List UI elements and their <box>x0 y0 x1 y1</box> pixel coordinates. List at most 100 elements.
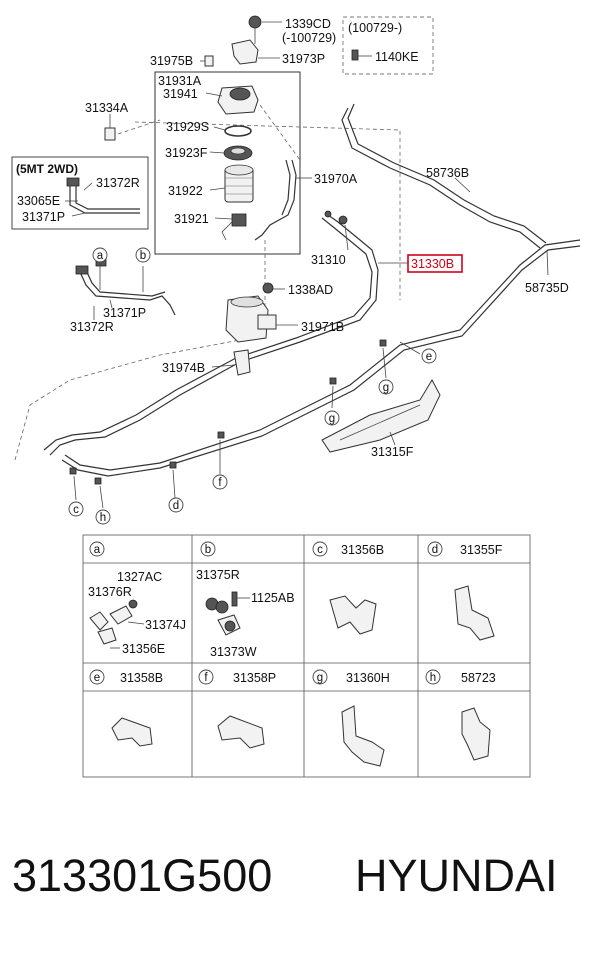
label-31330b[interactable]: 31330B <box>411 257 454 271</box>
part-number: 313301G500 <box>12 850 273 901</box>
callout-e[interactable]: e <box>421 348 437 364</box>
label-31923f: 31923F <box>165 146 208 160</box>
clip-58723-icon <box>461 707 491 761</box>
svg-text:c: c <box>73 504 79 516</box>
svg-text:e: e <box>426 351 432 363</box>
clip-31975b <box>204 55 214 67</box>
brand-name: HYUNDAI <box>355 850 558 901</box>
svg-text:b: b <box>205 544 211 556</box>
label-1327ac: 1327AC <box>117 570 162 584</box>
o-ring-31929s <box>224 125 252 137</box>
svg-text:h: h <box>430 672 436 684</box>
table-cell-g: g 31360H <box>312 669 390 685</box>
callout-b[interactable]: b <box>135 247 151 263</box>
callout-d[interactable]: d <box>168 497 184 513</box>
protector-31315f <box>321 378 441 453</box>
label-31373w: 31373W <box>210 645 257 659</box>
label-31372r: 31372R <box>70 320 114 334</box>
label-1125ab: 1125AB <box>251 591 295 605</box>
svg-text:d: d <box>432 544 438 556</box>
label-100729: (100729-) <box>348 21 402 35</box>
svg-text:h: h <box>100 512 106 524</box>
label-31970a: 31970A <box>314 172 358 186</box>
fuel-line-31330b[interactable] <box>49 214 379 456</box>
svg-text:g: g <box>329 413 335 425</box>
return-line <box>64 239 581 471</box>
label-31371p: 31371P <box>103 306 146 320</box>
table-cell-f: f 31358P <box>198 669 276 685</box>
label-31975b: 31975B <box>150 54 193 68</box>
svg-text:b: b <box>140 250 146 262</box>
table-cell-e: e 31358B <box>89 669 163 685</box>
filter-assembly-frame <box>154 71 301 255</box>
label-31941: 31941 <box>163 87 198 101</box>
label-58736b: 58736B <box>426 166 469 180</box>
label-33065e: 33065E <box>17 194 60 208</box>
svg-text:31360H: 31360H <box>346 671 390 685</box>
svg-text:a: a <box>97 250 104 262</box>
fuel-line-parts-diagram: a b c d e f g g h 1339CD (-100729) 31973… <box>11 15 581 778</box>
label-31931a: 31931A <box>158 74 202 88</box>
label-31971b: 31971B <box>301 320 344 334</box>
label-1338ad: 1338AD <box>288 283 333 297</box>
pipe-58736b <box>341 107 541 249</box>
table-cell-a: a <box>89 541 105 557</box>
table-cell-c: c 31356B <box>312 541 384 557</box>
svg-text:g: g <box>317 672 323 684</box>
callout-f[interactable]: f <box>212 474 228 490</box>
clip-31360h-icon <box>341 705 385 767</box>
pipe-31371p <box>79 271 176 316</box>
label-31921: 31921 <box>174 212 209 226</box>
label-31374j: 31374J <box>145 618 186 632</box>
svg-text:f: f <box>204 672 208 684</box>
variant-box-100729 <box>342 16 434 75</box>
label-31371p-top: 31371P <box>22 210 65 224</box>
sensor-31921 <box>231 213 247 227</box>
label-31376r: 31376R <box>88 585 132 599</box>
label-1339cd: 1339CD <box>285 17 331 31</box>
label-31922: 31922 <box>168 184 203 198</box>
label-58735d: 58735D <box>525 281 569 295</box>
label-31310: 31310 <box>311 253 346 267</box>
label-31334a: 31334A <box>85 101 129 115</box>
bracket-31973p <box>231 39 259 65</box>
label-31375r: 31375R <box>196 568 240 582</box>
callout-g-1[interactable]: g <box>378 379 394 395</box>
svg-text:31358P: 31358P <box>233 671 276 685</box>
callout-a[interactable]: a <box>92 247 108 263</box>
label-1140ke: 1140KE <box>375 50 419 64</box>
svg-text:d: d <box>173 500 179 512</box>
highlight-31330b <box>407 254 463 273</box>
callout-h[interactable]: h <box>95 509 111 525</box>
callout-c[interactable]: c <box>68 501 84 517</box>
svg-text:c: c <box>317 544 323 556</box>
label-31315f: 31315F <box>371 445 414 459</box>
clip-31356b-icon <box>329 595 377 635</box>
variant-box-5mt-2wd <box>11 156 149 230</box>
clip-31334a <box>104 127 116 141</box>
nut-1339cd <box>248 15 262 29</box>
label-31929s: 31929S <box>166 120 209 134</box>
callout-g-2[interactable]: g <box>324 410 340 426</box>
svg-text:58723: 58723 <box>461 671 496 685</box>
label-5mt-2wd: (5MT 2WD) <box>16 162 78 176</box>
pipe-31970a <box>254 159 297 241</box>
table-cell-b: b <box>200 541 216 557</box>
label-31372r-top: 31372R <box>96 176 140 190</box>
svg-text:a: a <box>94 544 101 556</box>
detail-table: a b c 31356B d 31355F e 31358B f 31358P … <box>82 534 531 778</box>
svg-text:31355F: 31355F <box>460 543 503 557</box>
table-cell-h: h 58723 <box>425 669 496 685</box>
svg-text:31356B: 31356B <box>341 543 384 557</box>
label-31973p: 31973P <box>282 52 325 66</box>
clip-31358p-icon <box>217 715 265 749</box>
label-1339cd-note: (-100729) <box>282 31 336 45</box>
svg-text:g: g <box>383 382 389 394</box>
svg-text:f: f <box>218 477 222 489</box>
filter-assembly-31971b <box>225 295 269 343</box>
clip-31358b-icon <box>111 717 153 747</box>
svg-text:31358B: 31358B <box>120 671 163 685</box>
bracket-31974b <box>233 349 251 376</box>
svg-text:e: e <box>94 672 100 684</box>
table-cell-d: d 31355F <box>427 541 503 557</box>
